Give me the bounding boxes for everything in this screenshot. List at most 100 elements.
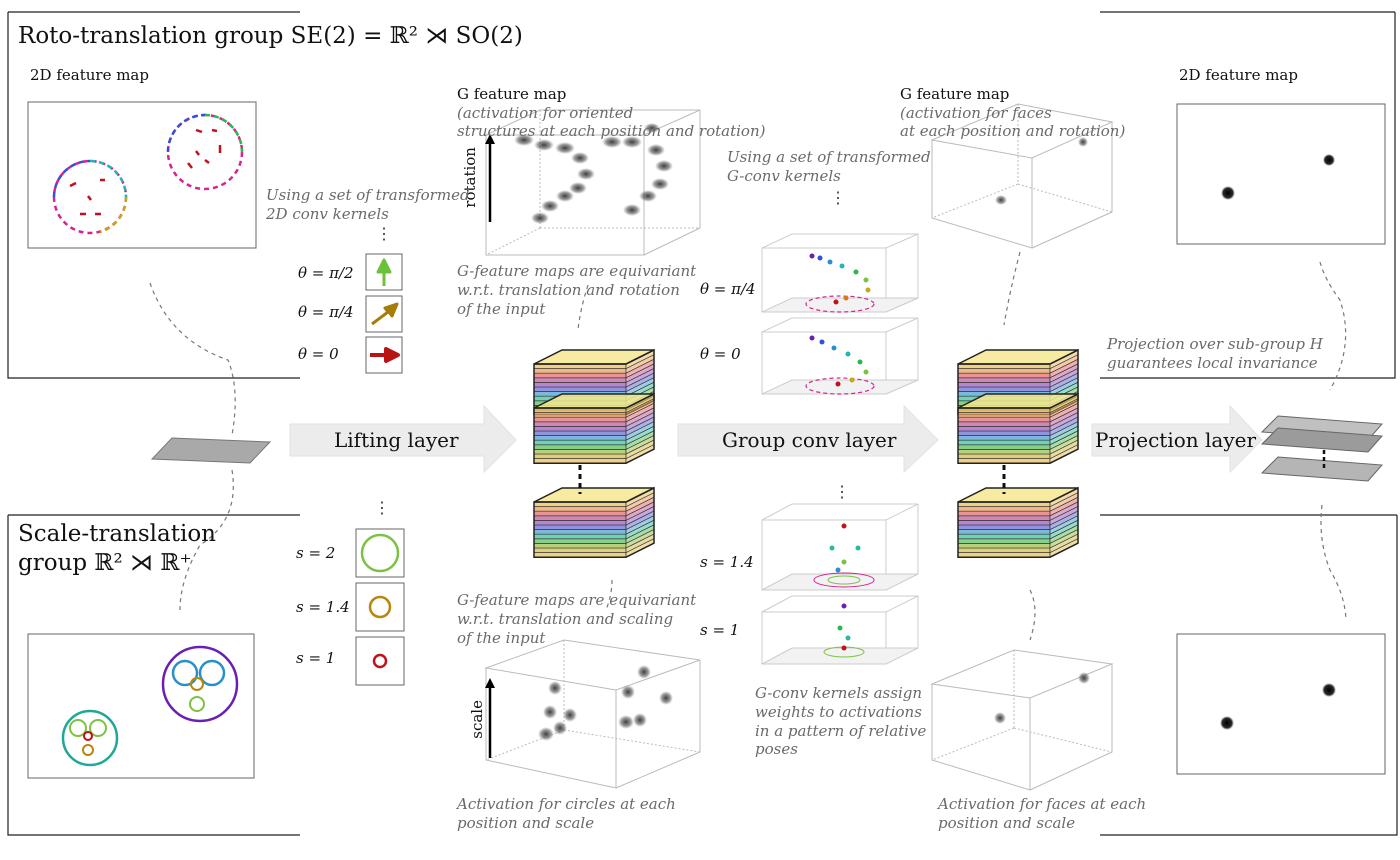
g-feature-map-scale-left: [484, 639, 701, 789]
stack-layer-front: [957, 444, 1051, 450]
stack-outline: [957, 392, 1079, 464]
stack-layer-front: [957, 382, 1051, 388]
stack-layer-front: [533, 510, 627, 517]
stack-layer-front: [533, 506, 627, 512]
param-s14: s = 1.4: [296, 598, 350, 616]
ellipsis-gconv-scale: ⋮: [834, 482, 850, 501]
input-feature-map-scale: [27, 633, 255, 779]
stack-layer-front: [533, 439, 627, 446]
gconv-feature-stack: [957, 348, 1079, 558]
stack-layer-front: [957, 435, 1051, 441]
rotation-kernels: [365, 253, 403, 374]
scale-axis-head: [485, 678, 495, 688]
param-theta-0-gconv: θ = 0: [700, 345, 741, 363]
stack-layer-front: [957, 430, 1051, 436]
layer-arrows: [289, 404, 1263, 474]
note-transformed-gconv-kernels: Using a set of transformed G-conv kernel…: [727, 148, 931, 185]
stack-layer-front: [533, 547, 627, 553]
g-feature-map-right-bold: G feature map: [900, 84, 1010, 103]
g-feature-map-rotation-right: [930, 103, 1114, 249]
g-feature-map-label-left: G feature map (activation for oriented s…: [457, 66, 787, 141]
stack-layer-front: [533, 453, 627, 459]
lifting-layer-label: Lifting layer: [334, 428, 459, 452]
scale-section-title: Scale-translation group ℝ² ⋊ ℝ⁺: [18, 521, 216, 576]
stack-layer-front: [957, 520, 1051, 526]
stack-layer-front: [957, 529, 1051, 535]
stack-layer-front: [533, 529, 627, 535]
output-feature-map-scale: [1176, 633, 1386, 775]
stack-layer-front: [533, 377, 627, 383]
connector-curves: [149, 251, 1347, 641]
param-theta-0: θ = 0: [298, 345, 339, 363]
stack-layer-front: [533, 524, 627, 530]
note-equivariant-scaling: G-feature maps are equivariant w.r.t. tr…: [457, 591, 697, 647]
param-s1: s = 1: [296, 649, 336, 667]
note-gconv-weights: G-conv kernels assign weights to activat…: [755, 684, 927, 759]
stack-layer-front: [957, 543, 1051, 549]
stack-layer-front: [957, 524, 1051, 530]
ellipsis-rot-kernels: ⋮: [376, 224, 392, 243]
input-feature-map-rotation: [27, 101, 257, 249]
gconv-helix-dots: [805, 253, 875, 395]
stack-outline: [533, 486, 655, 558]
stack-layer-front: [533, 386, 627, 392]
scale-axis-label: scale: [467, 700, 486, 739]
param-theta-pi4: θ = π/4: [298, 303, 354, 321]
note-activation-faces: Activation for faces at each position an…: [938, 795, 1147, 832]
param-theta-pi2: θ = π/2: [298, 264, 354, 282]
stack-layer-front: [533, 520, 627, 526]
roto-section-title: Roto-translation group SE(2) = ℝ² ⋊ SO(2…: [18, 23, 523, 49]
param-s1-gconv: s = 1: [700, 621, 740, 639]
stack-layer-front: [957, 386, 1051, 392]
stack-layer-front: [533, 416, 627, 423]
stack-layer-front: [957, 439, 1051, 446]
stack-layer-front: [957, 506, 1051, 512]
group-conv-layer-label: Group conv layer: [722, 428, 897, 452]
stack-layer-front: [533, 444, 627, 450]
stack-outline: [957, 486, 1079, 558]
feature-map-2d-label-top: 2D feature map: [30, 66, 149, 84]
param-s2: s = 2: [296, 544, 336, 562]
note-transformed-2d-kernels: Using a set of transformed 2D conv kerne…: [266, 186, 470, 223]
g-feature-map-right-note: (activation for faces at each position a…: [900, 103, 1126, 141]
projection-layer-label: Projection layer: [1095, 428, 1257, 452]
stack-layer-front: [533, 449, 627, 455]
lifted-feature-stack: [533, 348, 655, 558]
g-feature-map-rotation-left: [485, 109, 701, 256]
face-blob-scale-1: [994, 712, 1006, 724]
g-feature-map-left-bold: G feature map: [457, 84, 567, 103]
stack-layer-front: [957, 538, 1051, 544]
note-activation-circles: Activation for circles at each position …: [457, 795, 676, 832]
g-feature-map-label-right: G feature map (activation for faces at e…: [900, 66, 1170, 141]
stack-layer-front: [533, 372, 627, 379]
stack-layer-front: [957, 515, 1051, 521]
stack-layer-front: [957, 547, 1051, 553]
stack-layer-front: [957, 372, 1051, 379]
stack-layer-front: [957, 426, 1051, 432]
feature-map-2d-label-right: 2D feature map: [1179, 66, 1298, 84]
param-theta-pi4-gconv: θ = π/4: [700, 280, 756, 298]
stack-layer-front: [533, 435, 627, 441]
stack-layer-front: [957, 533, 1051, 540]
gconv-kernel-scale-14: [761, 503, 919, 591]
face-blob-rot-2: [1078, 137, 1088, 147]
projection-planes: [1260, 415, 1384, 482]
stack-layer-front: [533, 538, 627, 544]
gconv-kernel-rotation-pi4: [761, 233, 919, 313]
g-feature-map-left-note: (activation for oriented structures at e…: [457, 103, 766, 141]
stack-layer-front: [957, 510, 1051, 517]
stack-layer-front: [957, 453, 1051, 459]
gconv-scale-dots: [829, 523, 861, 651]
input-plane: [150, 437, 272, 464]
gconv-kernel-rotation-0: [761, 317, 919, 395]
note-projection-invariance: Projection over sub-group H guarantees l…: [1107, 335, 1323, 372]
stack-layer-front: [957, 449, 1051, 455]
stack-layer-front: [957, 416, 1051, 423]
stack-layer-front: [957, 412, 1051, 418]
param-s14-gconv: s = 1.4: [700, 553, 754, 571]
stack-layer-front: [533, 382, 627, 388]
ellipsis-scale-kernels: ⋮: [374, 498, 390, 517]
roto-section-frame: [7, 11, 1396, 379]
output-feature-map-rotation: [1176, 103, 1386, 245]
